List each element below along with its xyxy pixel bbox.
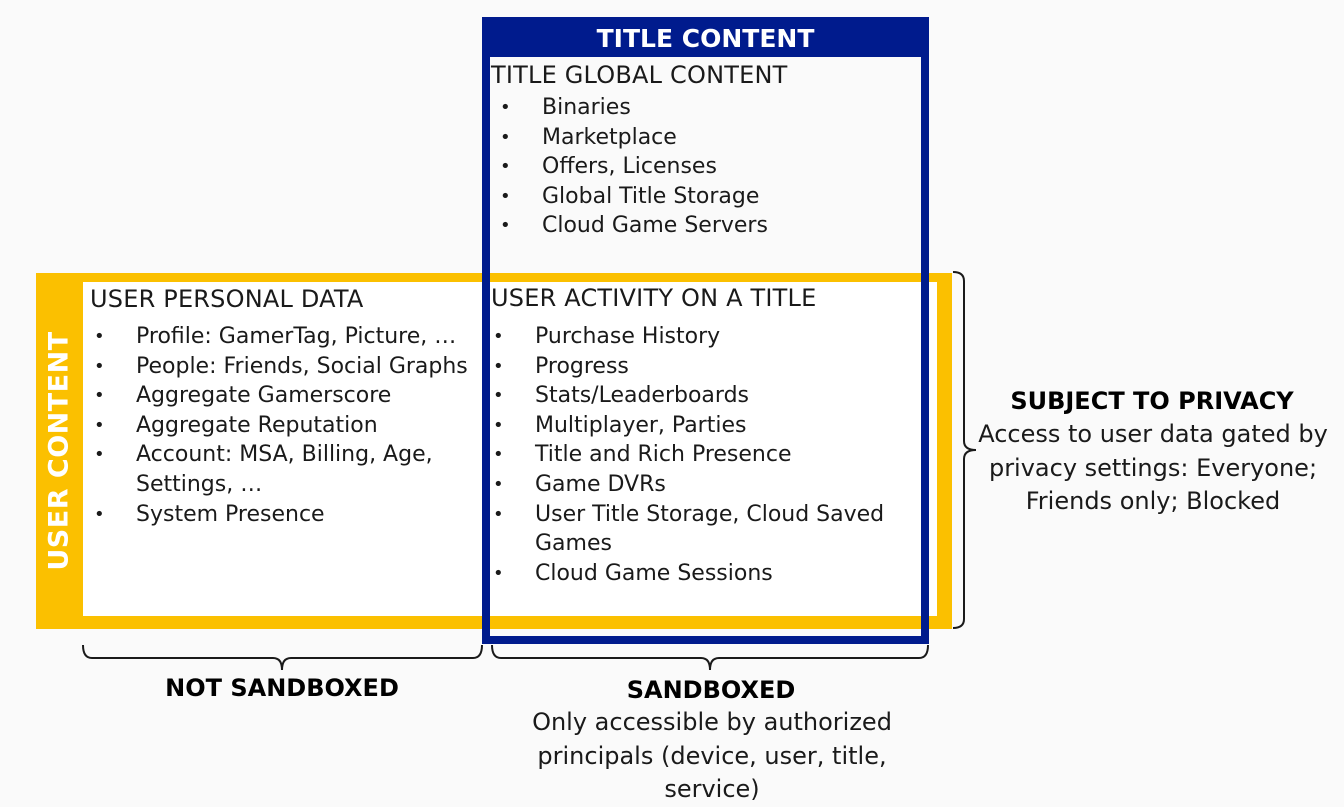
user-personal-data-list: Profile: GamerTag, Picture, … People: Fr… <box>90 322 470 529</box>
list-item: User Title Storage, Cloud Saved Games <box>489 500 889 559</box>
sandboxed-description: Only accessible by authorized principals… <box>532 708 892 803</box>
list-item: Account: MSA, Billing, Age, Settings, … <box>90 440 470 499</box>
user-activity-list: Purchase History Progress Stats/Leaderbo… <box>489 322 889 588</box>
title-content-label: TITLE CONTENT <box>596 24 815 53</box>
list-item: Offers, Licenses <box>496 152 906 182</box>
privacy-caption: SUBJECT TO PRIVACY <box>1010 387 1294 415</box>
user-activity-heading: USER ACTIVITY ON A TITLE <box>491 284 817 312</box>
privacy-bracket <box>952 271 977 629</box>
title-global-content-list: Binaries Marketplace Offers, Licenses Gl… <box>496 93 906 241</box>
list-item: Multiplayer, Parties <box>489 411 889 441</box>
title-global-content-heading: TITLE GLOBAL CONTENT <box>491 61 788 89</box>
list-item: Binaries <box>496 93 906 123</box>
sandboxed-caption: SANDBOXED <box>626 676 796 704</box>
list-item: System Presence <box>90 500 470 530</box>
user-personal-data-heading: USER PERSONAL DATA <box>90 285 364 313</box>
title-content-frame <box>482 17 929 644</box>
user-content-label: USER CONTENT <box>43 331 75 571</box>
list-item: Marketplace <box>496 123 906 153</box>
list-item: Cloud Game Sessions <box>489 559 889 589</box>
privacy-description: Access to user data gated by privacy set… <box>978 420 1328 515</box>
list-item: People: Friends, Social Graphs <box>90 352 470 382</box>
list-item: Title and Rich Presence <box>489 440 889 470</box>
not-sandboxed-caption: NOT SANDBOXED <box>165 674 399 702</box>
list-item: Global Title Storage <box>496 182 906 212</box>
not-sandboxed-bracket <box>82 644 483 671</box>
list-item: Aggregate Gamerscore <box>90 381 470 411</box>
list-item: Aggregate Reputation <box>90 411 470 441</box>
list-item: Cloud Game Servers <box>496 211 906 241</box>
list-item: Purchase History <box>489 322 889 352</box>
list-item: Progress <box>489 352 889 382</box>
list-item: Game DVRs <box>489 470 889 500</box>
list-item: Stats/Leaderboards <box>489 381 889 411</box>
list-item: Profile: GamerTag, Picture, … <box>90 322 470 352</box>
sandboxed-bracket <box>491 644 929 671</box>
